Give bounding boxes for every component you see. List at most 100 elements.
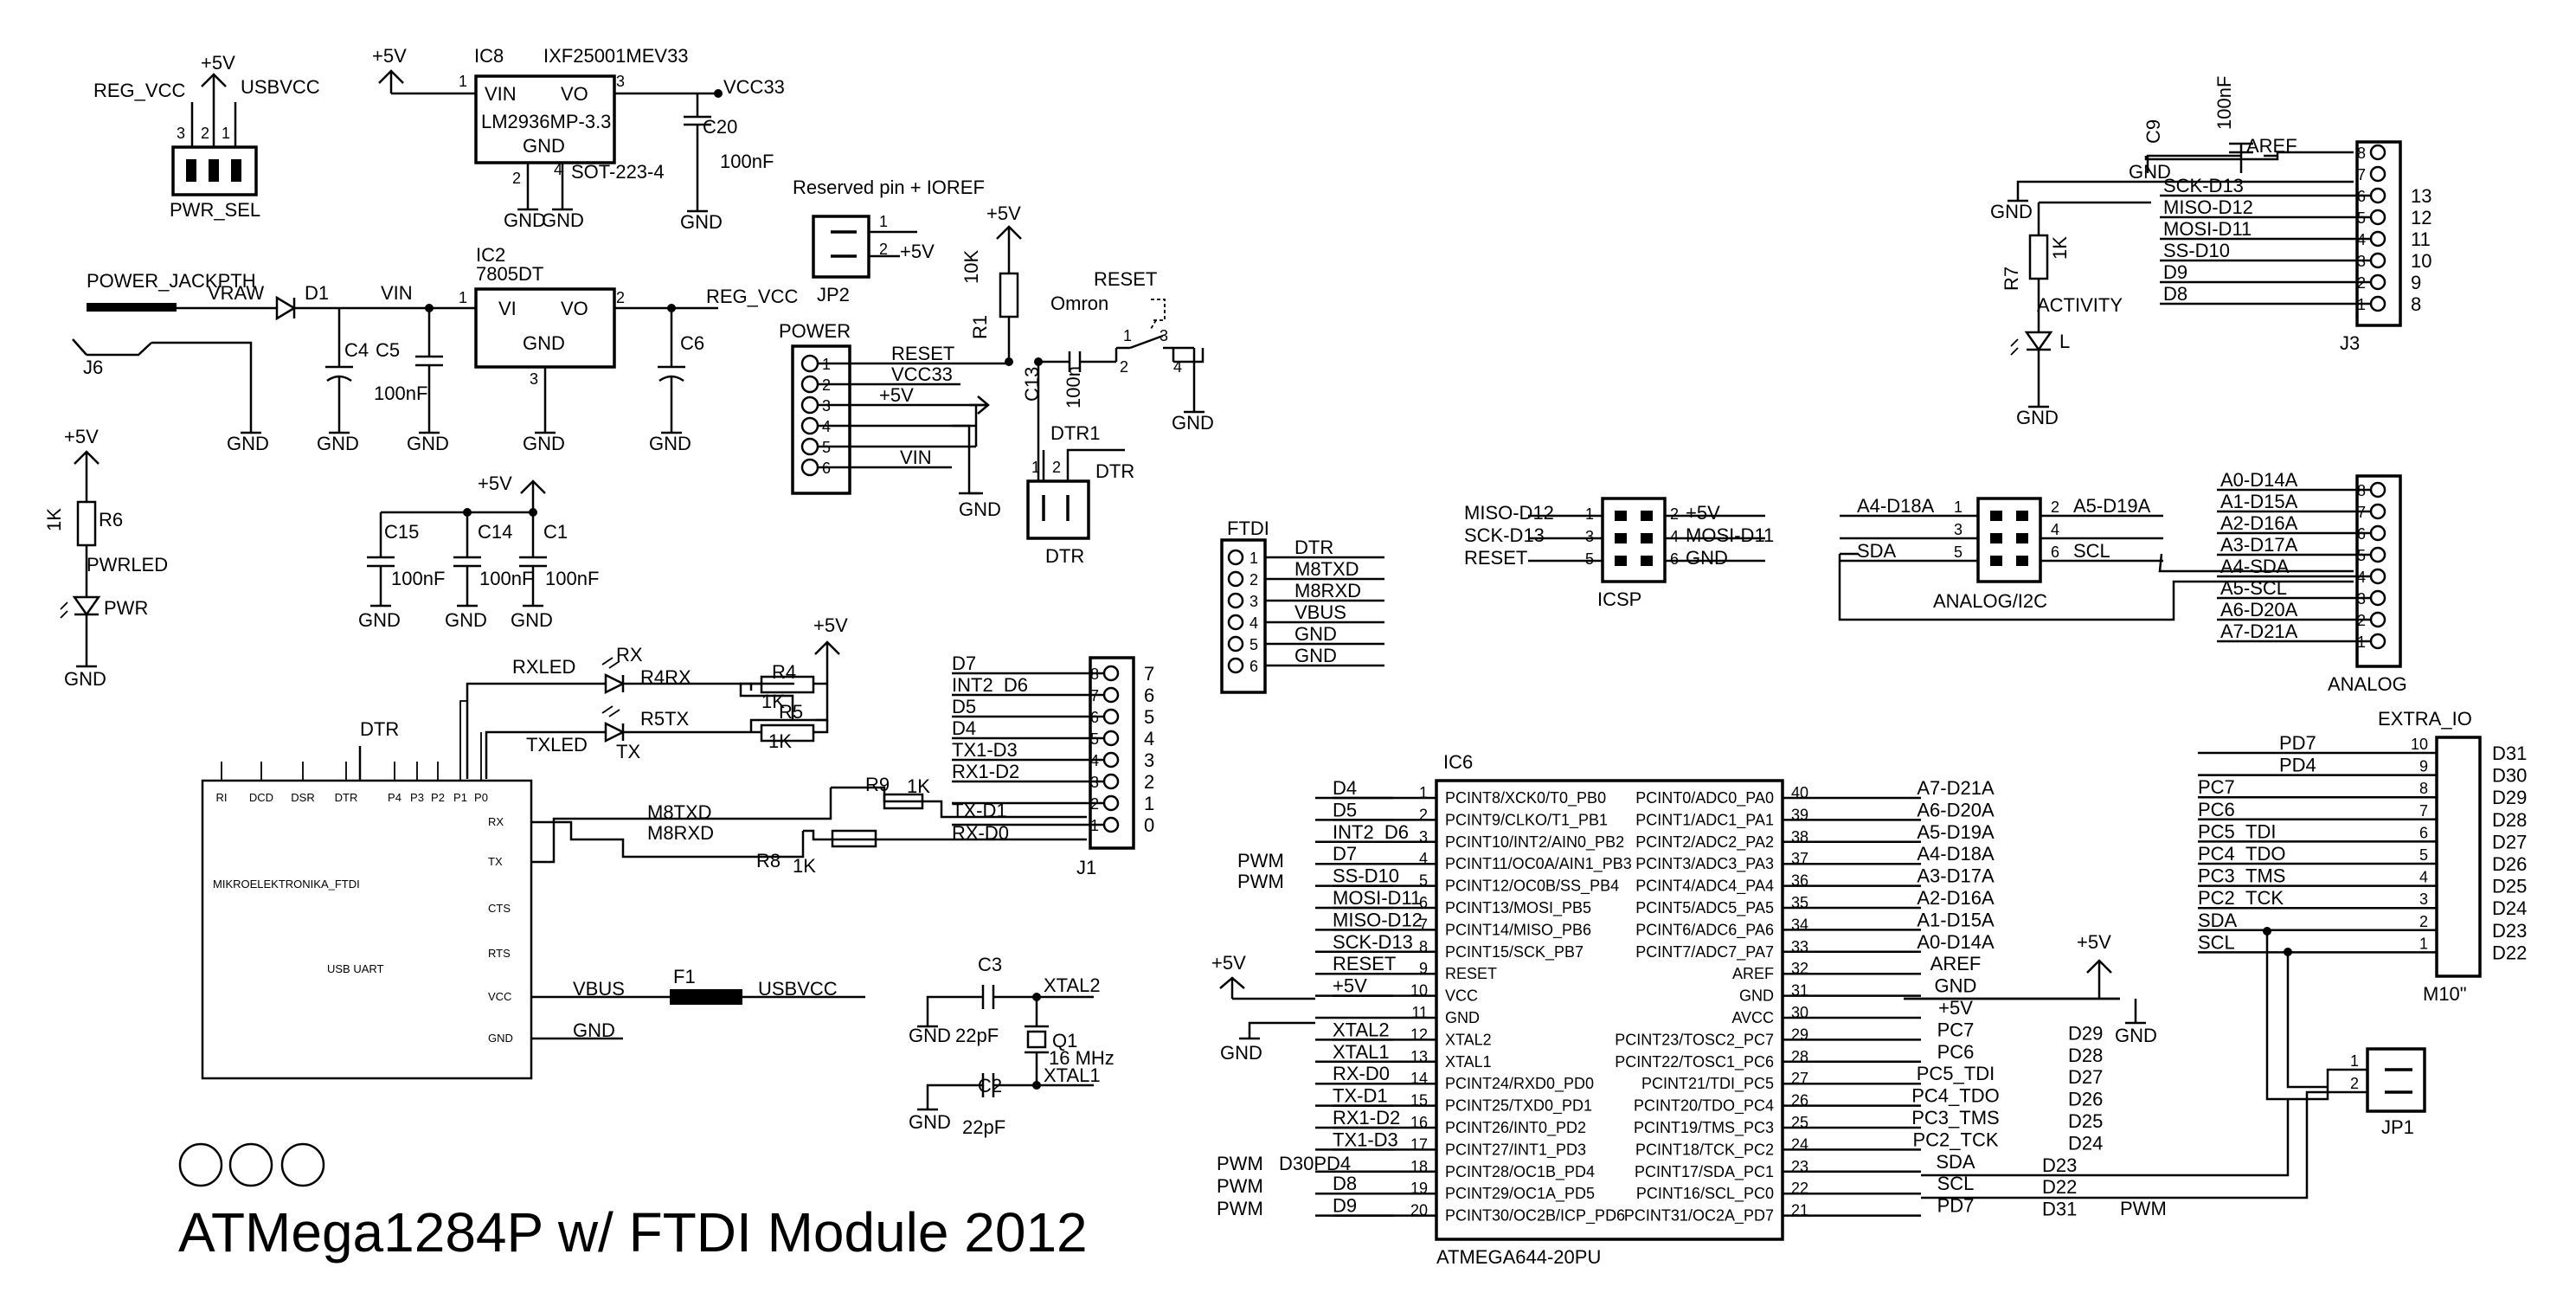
component-value: ATMEGA644-20PU: [1436, 1246, 1601, 1268]
pin-number: 16: [1410, 1114, 1428, 1131]
title-block: ATMega1284P w/ FTDI Module 2012: [178, 1142, 1088, 1264]
pin-name: PCINT7/ADC7_PA7: [1635, 943, 1774, 961]
component-value: 1K: [761, 691, 785, 712]
crystal-section: C3 C2 GND GND 22pF 22pF XTAL2 XTAL1 Q1 1…: [909, 954, 1115, 1138]
pin-number: D30: [2492, 765, 2527, 787]
pin-name: PCINT0/ADC0_PA0: [1635, 789, 1774, 807]
net-label: VBUS: [573, 978, 625, 1000]
net-label: GND: [680, 211, 723, 233]
power-led-section: +5V 1K R6 PWRLED PWR GND: [43, 426, 168, 690]
net-label: PC7: [2198, 776, 2235, 798]
net-label: PC5_TDI: [2198, 820, 2276, 842]
net-label: PD4: [2279, 755, 2316, 776]
pin-number: D26: [2068, 1089, 2103, 1110]
pin-name: GND: [523, 332, 565, 354]
pin-number: 31: [1791, 982, 1808, 1000]
net-label: INT2_D6: [1333, 821, 1409, 843]
pin-number: 21: [1791, 1202, 1808, 1219]
net-label: PC3_TMS: [1911, 1107, 1999, 1129]
component-label: Q1: [1052, 1030, 1077, 1051]
pin-name: PCINT23/TOSC2_PC7: [1615, 1031, 1774, 1049]
component-label: C4: [344, 339, 369, 361]
pin-number: 17: [1410, 1135, 1428, 1153]
component-value: 100nF: [2213, 76, 2235, 130]
component-value: LM2936MP-3.3: [481, 111, 611, 132]
component-label: IC6: [1443, 751, 1473, 773]
pin-name: PCINT30/OC2B/ICP_PD6: [1445, 1207, 1625, 1225]
pin-name: PCINT15/SCK_PB7: [1445, 943, 1584, 961]
pin-number: 4: [554, 161, 562, 178]
net-label: +5V: [372, 45, 407, 67]
net-label: L: [2059, 331, 2070, 352]
pin-number: 8: [2357, 145, 2366, 162]
pin-name: PCINT27/INT1_PD3: [1445, 1141, 1586, 1159]
pin-name: PCINT3/ADC3_PA3: [1635, 855, 1774, 873]
net-label: DTR: [360, 718, 399, 740]
net-label: RESET: [1464, 547, 1527, 569]
net-label: A0-D14A: [2220, 469, 2298, 491]
component-label: TX: [616, 741, 640, 762]
component-label: R4: [772, 661, 796, 683]
net-label: A5-D19A: [2073, 495, 2151, 517]
pin-number: 2: [512, 170, 521, 187]
pin-number: 1: [1585, 505, 1594, 523]
component-label: R8: [756, 850, 781, 871]
component-label: F1: [673, 966, 696, 987]
net-label: REG_VCC: [706, 286, 798, 307]
pin-name: PCINT1/ADC1_PA1: [1635, 811, 1774, 829]
net-label: RX1-D2: [952, 761, 1019, 782]
pin-number: 5: [1954, 543, 1963, 561]
net-label: VRAW: [208, 282, 264, 304]
component-label: POWER_JACKPTH: [87, 270, 256, 292]
net-label: A5-SCL: [2220, 577, 2287, 599]
pin-number: 1: [1031, 459, 1040, 476]
net-label: A7-D21A: [2220, 621, 2298, 642]
net-label: MISO-D12: [1333, 909, 1423, 930]
pin-number: 10: [2411, 736, 2428, 753]
pin-number: D28: [2492, 809, 2527, 831]
pin-name: VO: [561, 83, 588, 105]
pin-number: 4: [1419, 850, 1428, 867]
net-label: PWM: [1237, 850, 1284, 871]
component-label: JP1: [2381, 1116, 2414, 1138]
net-label: INT2_D6: [952, 674, 1028, 696]
component-label: FTDI: [1227, 518, 1269, 539]
pin-name: RTS: [488, 947, 511, 960]
pin-number: 2: [2350, 1075, 2359, 1092]
pin-name: RI: [216, 791, 228, 804]
pin-name: PCINT19/TMS_PC3: [1634, 1119, 1774, 1137]
net-label: AREF: [2246, 135, 2297, 157]
component-value: 1K: [793, 855, 816, 877]
pin-number: 2: [1120, 358, 1128, 376]
pin-name: VCC: [1445, 987, 1478, 1005]
net-label: VIN: [900, 447, 932, 468]
net-label: A0-D14A: [1917, 931, 1995, 953]
net-label: M8TXD: [1294, 558, 1359, 580]
net-label: GND: [1220, 1042, 1262, 1064]
net-label: PD7: [2279, 732, 2316, 754]
pin-number: 7: [1144, 663, 1154, 685]
net-label: M8RXD: [1294, 580, 1361, 601]
component-label: RESET: [1094, 268, 1157, 290]
net-label: SCL: [2073, 540, 2110, 562]
reset-section: +5V 10K R1 C13 100n RESET Omron 1 2 3 4 …: [960, 203, 1214, 567]
net-label: SS-D10: [2163, 240, 2230, 261]
net-label: A2-D16A: [1917, 887, 1995, 909]
pin-number: 9: [2419, 758, 2428, 775]
pin-number: 30: [1791, 1004, 1808, 1021]
component-value: 100nF: [479, 568, 533, 589]
net-label: A3-D17A: [2220, 534, 2298, 556]
pin-number: 23: [1791, 1158, 1808, 1175]
pin-number: D31: [2492, 743, 2527, 764]
pin-number: 2: [1144, 771, 1154, 793]
net-label: RESET: [891, 343, 954, 364]
pin-number: D23: [2492, 920, 2527, 942]
pin-number: 5: [1249, 636, 1258, 653]
component-label: ACTIVITY: [2037, 294, 2123, 316]
net-label: SCK-D13: [2163, 175, 2244, 196]
component-label: D1: [305, 282, 329, 304]
